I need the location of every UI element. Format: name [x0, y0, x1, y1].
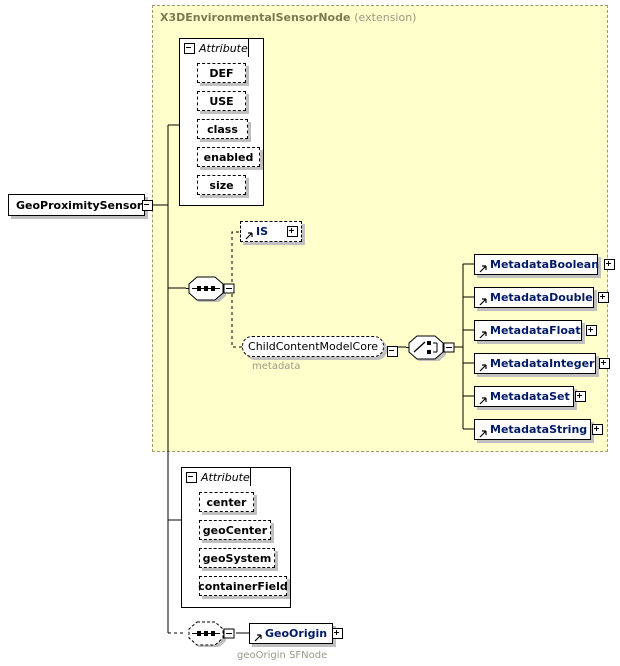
attribute-group-1: Attribute DEF USE class enabled size: [179, 38, 264, 206]
attribute-group-1-toggle-minus-icon[interactable]: [184, 42, 195, 54]
element-expand-toggle-plus-icon[interactable]: [597, 292, 609, 303]
element-reference-arrow-icon: [479, 357, 487, 371]
element-reference-arrow-icon: [479, 423, 487, 437]
attribute-group-1-title: Attribute: [199, 41, 248, 55]
element-geoorigin-expand-toggle-plus-icon[interactable]: [332, 628, 344, 639]
attribute-item-label: geoCenter: [202, 523, 268, 537]
element-label: MetadataBoolean: [490, 258, 600, 271]
element-label: MetadataFloat: [490, 324, 581, 337]
attribute-group-2-title: Attribute: [201, 470, 250, 484]
attribute-item-label: DEF: [209, 66, 234, 80]
attribute-item-label: containerField: [198, 579, 288, 593]
attribute-group-2: Attribute center geoCenter geoSystem con…: [181, 467, 291, 608]
element-metadataboolean[interactable]: MetadataBoolean: [474, 254, 616, 275]
element-expand-toggle-plus-icon[interactable]: [604, 259, 616, 270]
element-label: MetadataSet: [490, 390, 570, 403]
group-reference-label: ChildContentModelCore: [248, 340, 378, 353]
attribute-item-label: enabled: [203, 150, 254, 164]
element-is-expand-toggle-plus-icon[interactable]: [287, 226, 298, 237]
attribute-item-label: class: [207, 122, 238, 136]
attribute-item-geosystem[interactable]: geoSystem: [199, 548, 275, 568]
element-label: MetadataInteger: [490, 357, 595, 370]
element-reference-arrow-icon: [479, 390, 487, 404]
attribute-group-2-toggle-minus-icon[interactable]: [186, 471, 197, 483]
element-reference-arrow-icon: [245, 225, 253, 239]
attribute-item-label: USE: [209, 94, 234, 108]
attribute-item-containerfield[interactable]: containerField: [198, 576, 288, 596]
attribute-item-use[interactable]: USE: [197, 91, 246, 111]
element-geoorigin[interactable]: GeoOrigin: [249, 623, 344, 644]
element-is[interactable]: IS: [240, 221, 302, 242]
attribute-item-size[interactable]: size: [197, 175, 246, 195]
geoorigin-caption: geoOrigin SFNode: [237, 650, 328, 661]
attribute-item-geocenter[interactable]: geoCenter: [199, 520, 271, 540]
root-element-label: GeoProximitySensor: [16, 198, 143, 212]
element-reference-arrow-icon: [479, 324, 487, 338]
attribute-group-1-header[interactable]: Attribute: [179, 38, 249, 57]
sequence-compositor-geoorigin[interactable]: [186, 620, 236, 647]
element-metadatainteger[interactable]: MetadataInteger: [474, 353, 611, 374]
attribute-item-center[interactable]: center: [199, 492, 254, 512]
root-collapse-toggle-minus-icon[interactable]: [142, 199, 154, 211]
element-expand-toggle-plus-icon[interactable]: [599, 358, 611, 369]
extension-qualifier: (extension): [354, 11, 417, 24]
attribute-item-class[interactable]: class: [197, 119, 248, 139]
element-expand-toggle-plus-icon[interactable]: [574, 391, 586, 402]
attribute-item-def[interactable]: DEF: [197, 63, 246, 83]
attribute-item-label: center: [206, 495, 247, 509]
attribute-group-2-header[interactable]: Attribute: [181, 467, 251, 486]
extension-base-type: X3DEnvironmentalSensorNode: [160, 11, 351, 24]
element-label: MetadataString: [490, 423, 588, 436]
group-reference-collapse-toggle-minus-icon[interactable]: [387, 342, 398, 361]
element-expand-toggle-plus-icon[interactable]: [585, 325, 597, 336]
element-reference-arrow-icon: [254, 627, 262, 641]
extension-region-label: X3DEnvironmentalSensorNode (extension): [160, 11, 416, 24]
sequence-compositor-content[interactable]: [186, 275, 236, 302]
choice-compositor-metadata[interactable]: [406, 334, 460, 361]
element-metadataset[interactable]: MetadataSet: [474, 386, 586, 407]
element-metadatastring[interactable]: MetadataString: [474, 419, 604, 440]
element-geoorigin-label: GeoOrigin: [265, 627, 328, 640]
attribute-item-label: geoSystem: [202, 551, 272, 565]
element-is-label: IS: [256, 225, 269, 238]
group-reference-caption: metadata: [252, 361, 301, 372]
root-element-geoproximitysensor[interactable]: GeoProximitySensor: [8, 194, 154, 216]
element-metadatadouble[interactable]: MetadataDouble: [474, 287, 609, 308]
element-metadatafloat[interactable]: MetadataFloat: [474, 320, 597, 341]
element-label: MetadataDouble: [490, 291, 593, 304]
attribute-item-label: size: [209, 178, 234, 192]
group-reference-childcontentmodelcore[interactable]: ChildContentModelCore: [242, 336, 384, 357]
element-reference-arrow-icon: [479, 258, 487, 272]
element-reference-arrow-icon: [479, 291, 487, 305]
element-expand-toggle-plus-icon[interactable]: [592, 424, 604, 435]
attribute-item-enabled[interactable]: enabled: [197, 147, 260, 167]
